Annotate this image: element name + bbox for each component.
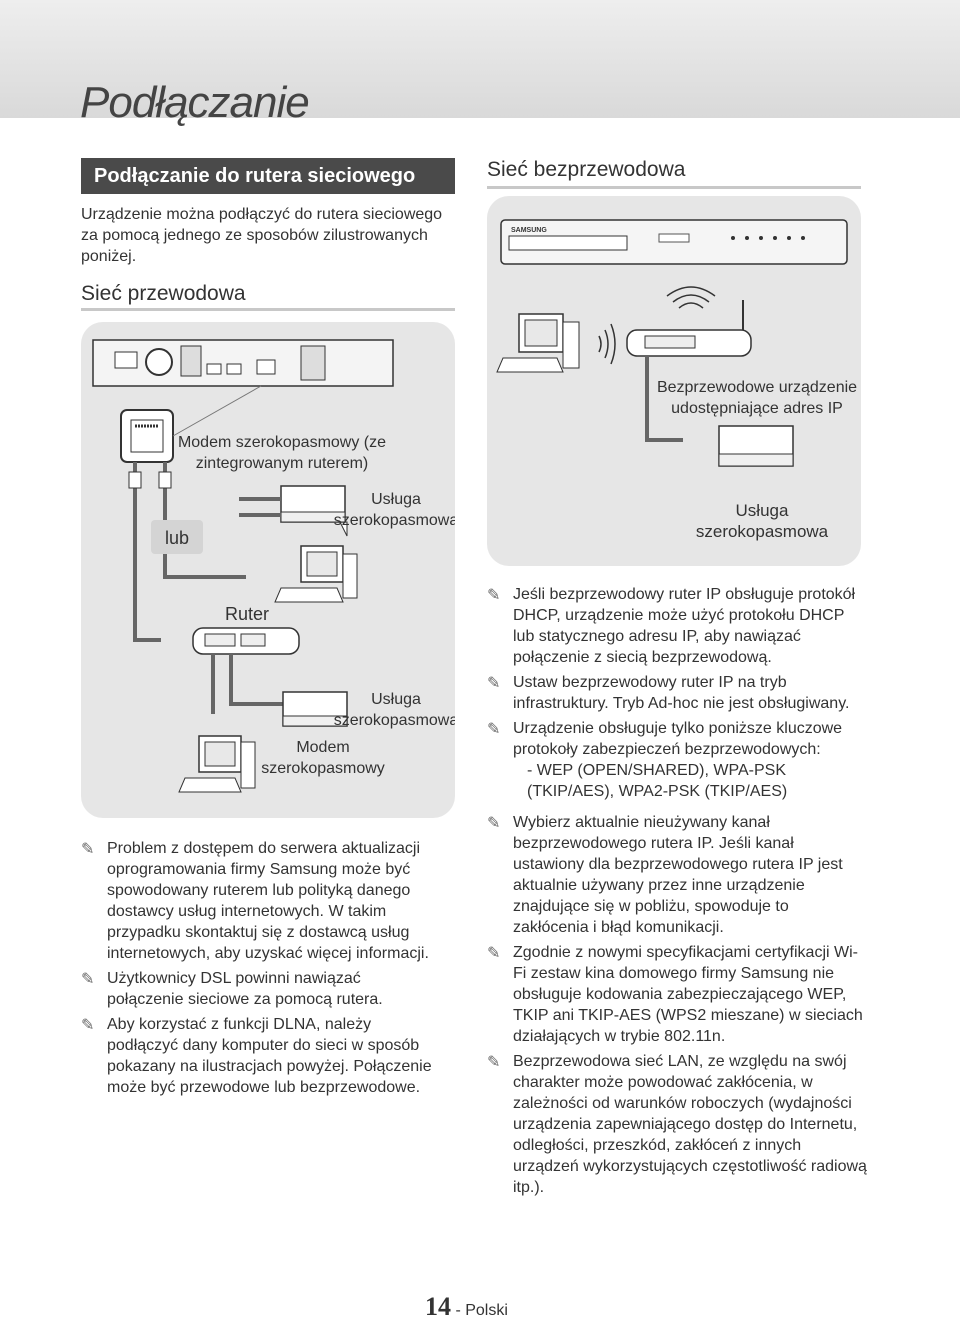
note-text: Problem z dostępem do serwera aktualizac…	[107, 840, 429, 962]
note-item: ✎ Ustaw bezprzewodowy ruter IP na tryb in…	[487, 672, 867, 714]
wireless-router-device	[626, 300, 752, 357]
pencil-icon: ✎	[487, 815, 501, 832]
or-label: lub	[165, 528, 189, 548]
lan-port-zoom	[120, 385, 262, 463]
note-item: ✎ Użytkownicy DSL powinni nawiązać połącz…	[81, 968, 441, 1010]
wifi-signal-icon	[598, 323, 616, 365]
router-device	[192, 627, 300, 655]
wired-heading-rule	[81, 308, 455, 311]
note-text: Użytkownicy DSL powinni nawiązać połącze…	[107, 970, 383, 1008]
note-item: ✎ Aby korzystać z funkcji DLNA, należy po…	[81, 1014, 441, 1098]
note-text: Aby korzystać z funkcji DLNA, należy pod…	[107, 1016, 432, 1096]
or-badge: lub	[151, 520, 203, 554]
note-item: ✎ Wybierz aktualnie nieużywany kanał bezp…	[487, 812, 867, 938]
pencil-icon: ✎	[487, 1054, 501, 1071]
note-text: Wybierz aktualnie nieużywany kanał bezpr…	[513, 814, 843, 936]
ap-label-2: udostępniające adres IP	[671, 400, 843, 417]
computer-icon	[274, 545, 358, 603]
modem-device	[282, 691, 348, 727]
note-text: Bezprzewodowa sieć LAN, ze względu na sw…	[513, 1053, 867, 1196]
modem-router-label: Modem szerokopasmowy (ze	[178, 434, 386, 451]
service-label-1: Usługa	[371, 491, 421, 508]
player-back-panel	[92, 339, 394, 387]
ap-label: Bezprzewodowe urządzenie	[657, 379, 857, 396]
router-label: Ruter	[225, 604, 269, 624]
note-text: Zgodnie z nowymi specyfikacjami certyfik…	[513, 944, 863, 1045]
modem-router-label-2: zintegrowanym ruterem)	[196, 455, 369, 472]
modem-label-2: szerokopasmowy	[261, 760, 385, 777]
rj45-plug	[128, 471, 142, 489]
wireless-heading: Sieć bezprzewodowa	[487, 158, 686, 181]
wired-heading: Sieć przewodowa	[81, 282, 246, 305]
wireless-diagram: SAMSUNG Bezp	[496, 219, 857, 541]
cable-to-router	[133, 462, 161, 642]
section-heading: Podłączanie do rutera sieciowego	[81, 158, 455, 194]
cable-router-modem	[229, 654, 295, 706]
note-text: Urządzenie obsługuje tylko poniższe kluc…	[513, 720, 843, 758]
modem-router-device	[239, 485, 348, 537]
computer-icon	[178, 735, 256, 793]
note-item: ✎ Jeśli bezprzewodowy ruter IP obsługuje …	[487, 584, 867, 668]
wifi-signal-icon	[666, 286, 716, 309]
pencil-icon: ✎	[81, 971, 95, 988]
header-band	[0, 0, 960, 118]
service-label-2: szerokopasmowa	[696, 522, 829, 541]
intro-text: Urządzenie można podłączyć do rutera sie…	[81, 206, 443, 265]
note-item: ✎ Bezprzewodowa sieć LAN, ze względu na s…	[487, 1051, 867, 1198]
pencil-icon: ✎	[487, 721, 501, 738]
left-notes: ✎ Problem z dostępem do serwera aktualiza…	[81, 838, 441, 1102]
service-label-1-2: szerokopasmowa	[334, 512, 455, 529]
rj45-plug	[158, 471, 172, 489]
page-number: 14	[425, 1292, 451, 1321]
service-label-2: Usługa	[371, 691, 421, 708]
security-list-item: - WEP (OPEN/SHARED), WPA-PSK (TKIP/AES),…	[527, 762, 788, 800]
modem-device	[718, 425, 794, 467]
wireless-heading-rule	[487, 186, 861, 189]
cable-to-modem-router	[163, 462, 246, 579]
pencil-icon: ✎	[81, 1017, 95, 1034]
computer-icon	[496, 313, 580, 373]
page-footer: 14 - Polski	[425, 1292, 508, 1322]
service-label-2-2: szerokopasmowa	[334, 712, 455, 729]
note-text: Jeśli bezprzewodowy ruter IP obsługuje p…	[513, 586, 856, 666]
pencil-icon: ✎	[487, 675, 501, 692]
wired-diagram: Modem szerokopasmowy (ze zintegrowanym r…	[92, 339, 458, 793]
modem-label: Modem	[296, 739, 349, 756]
player-front: SAMSUNG	[500, 219, 848, 265]
page-language: - Polski	[455, 1302, 508, 1319]
brand-logo: SAMSUNG	[511, 227, 547, 234]
pencil-icon: ✎	[81, 841, 95, 858]
note-text: Ustaw bezprzewodowy ruter IP na tryb inf…	[513, 674, 850, 712]
wireless-diagram-panel: SAMSUNG Bezp	[487, 196, 861, 566]
note-item: ✎ Problem z dostępem do serwera aktualiza…	[81, 838, 441, 964]
pencil-icon: ✎	[487, 587, 501, 604]
pencil-icon: ✎	[487, 945, 501, 962]
right-notes: ✎ Jeśli bezprzewodowy ruter IP obsługuje …	[487, 584, 867, 1202]
note-item: ✎ Zgodnie z nowymi specyfikacjami certyfi…	[487, 942, 867, 1047]
service-label: Usługa	[736, 501, 789, 520]
cable-ap-modem	[645, 356, 683, 442]
page-title: Podłączanie	[80, 78, 310, 127]
note-item: ✎ Urządzenie obsługuje tylko poniższe klu…	[487, 718, 867, 802]
wired-diagram-panel: Modem szerokopasmowy (ze zintegrowanym r…	[81, 322, 458, 818]
